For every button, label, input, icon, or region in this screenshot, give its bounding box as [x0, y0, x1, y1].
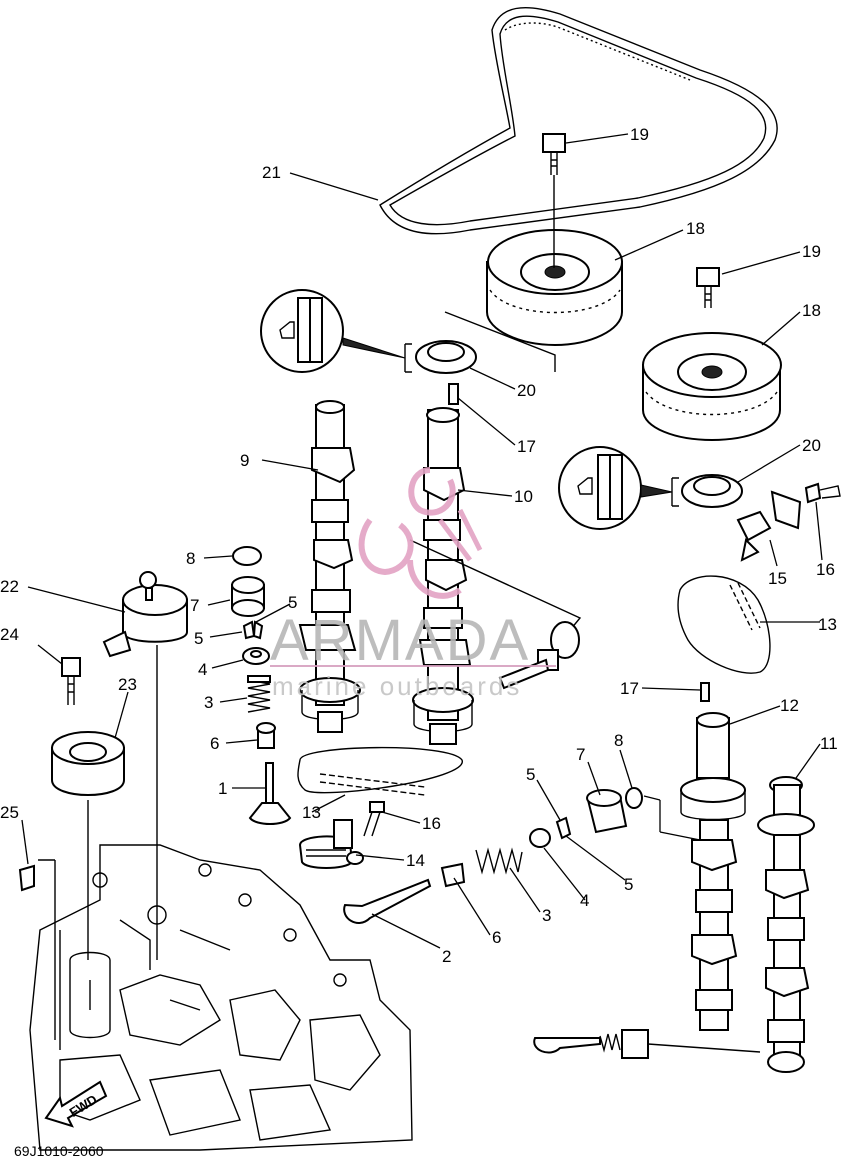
callout-5-left: 5: [194, 629, 203, 648]
callout-labels: 19 21 18 19 18 20 17 20 9 10 8 7 5 5 4 3…: [0, 125, 838, 966]
callout-21: 21: [262, 163, 281, 182]
dowel-pin-17-right: [700, 682, 710, 702]
callout-18-right: 18: [802, 301, 821, 320]
callout-8-right: 8: [614, 731, 623, 750]
callout-5-right-lower: 5: [624, 875, 633, 894]
leader-lines: [21, 133, 823, 949]
callout-9: 9: [240, 451, 249, 470]
callout-13-right: 13: [818, 615, 837, 634]
callout-3-left: 3: [204, 693, 213, 712]
valve-retainer-4-right: [529, 828, 551, 848]
callout-14: 14: [406, 851, 425, 870]
watermark-logo-icon: [358, 467, 483, 599]
drive-pulley-23: [51, 731, 125, 960]
oil-seal-left: [404, 311, 556, 374]
callout-5-right-upper: 5: [526, 765, 535, 784]
callout-7-left: 7: [190, 596, 199, 615]
bolt-16-right: [804, 482, 841, 504]
valve-bottom-right: [533, 1029, 761, 1059]
callout-19-upper: 19: [630, 125, 649, 144]
callout-24: 24: [0, 625, 19, 644]
valve-cotter-5-right: [555, 816, 572, 840]
valve-seal-6: [256, 722, 276, 749]
callout-2: 2: [442, 947, 451, 966]
chain-tensioner-14: [298, 819, 364, 869]
callout-13-left: 13: [302, 803, 321, 822]
bolt-16-left: [363, 801, 385, 837]
dowel-pin-17-upper: [448, 383, 459, 405]
camshaft-10: [412, 407, 474, 745]
callout-7-right: 7: [576, 745, 585, 764]
timing-chain-13-left: [297, 746, 463, 796]
callout-16-right: 16: [816, 560, 835, 579]
cylinder-head: [29, 844, 413, 1151]
camshaft-11: [757, 776, 815, 1073]
callout-4-left: 4: [198, 660, 207, 679]
callout-12: 12: [780, 696, 799, 715]
document-number: 69J1010-2060: [14, 1143, 104, 1159]
timing-belt: [379, 6, 778, 235]
watermark: ARMADA marine outboards: [270, 467, 556, 701]
fwd-arrow-icon: FWD: [44, 1080, 108, 1128]
callout-16-left: 16: [422, 814, 441, 833]
callout-20-left: 20: [517, 381, 536, 400]
seal-detail-circle-right: [558, 446, 673, 530]
callout-20-right: 20: [802, 436, 821, 455]
timing-chain-13-right: [677, 575, 771, 674]
valve-seal-6-right: [440, 862, 466, 888]
cam-pulley-upper: [486, 229, 623, 347]
valve-1: [248, 762, 292, 825]
shim-8-right: [625, 787, 643, 809]
callout-17-right: 17: [620, 679, 639, 698]
callout-5-left-upper: 5: [288, 593, 297, 612]
seal-detail-circle-left: [260, 289, 406, 373]
camshaft-9: [298, 400, 361, 733]
valve-spring-3-right: [475, 847, 523, 875]
callout-3-right: 3: [542, 906, 551, 925]
watermark-brand: ARMADA: [270, 608, 530, 673]
valve-retainer-4: [242, 647, 270, 665]
callout-22: 22: [0, 577, 19, 596]
callout-23: 23: [118, 675, 137, 694]
callout-10: 10: [514, 487, 533, 506]
valve-lifter-7: [231, 576, 265, 617]
bolt-24: [61, 657, 81, 705]
callout-8-left: 8: [186, 549, 195, 568]
valve-cotter-5: [242, 620, 264, 640]
callout-18-upper: 18: [686, 219, 705, 238]
callout-4-right: 4: [580, 891, 589, 910]
oil-seal-right: [671, 474, 743, 508]
valve-2: [343, 878, 432, 924]
watermark-tagline: marine outboards: [272, 671, 522, 701]
callout-15: 15: [768, 569, 787, 588]
camshaft-12: [680, 712, 746, 1031]
cam-pulley-right: [642, 332, 782, 442]
callout-1: 1: [218, 779, 227, 798]
chain-guide-15: [736, 490, 802, 562]
callout-19-right: 19: [802, 242, 821, 261]
pulley-bolt-right: [696, 267, 720, 308]
callout-25: 25: [0, 803, 19, 822]
valve-spring-3: [247, 675, 271, 713]
shim-8: [232, 546, 262, 566]
callout-11: 11: [820, 734, 838, 753]
valve-lifter-7-right: [586, 789, 628, 834]
callout-6-left: 6: [210, 734, 219, 753]
pulley-bolt-upper: [542, 133, 566, 268]
callout-17-upper: 17: [517, 437, 536, 456]
key-25: [18, 859, 56, 1040]
belt-tensioner-22: [102, 571, 188, 960]
callout-6-right: 6: [492, 928, 501, 947]
